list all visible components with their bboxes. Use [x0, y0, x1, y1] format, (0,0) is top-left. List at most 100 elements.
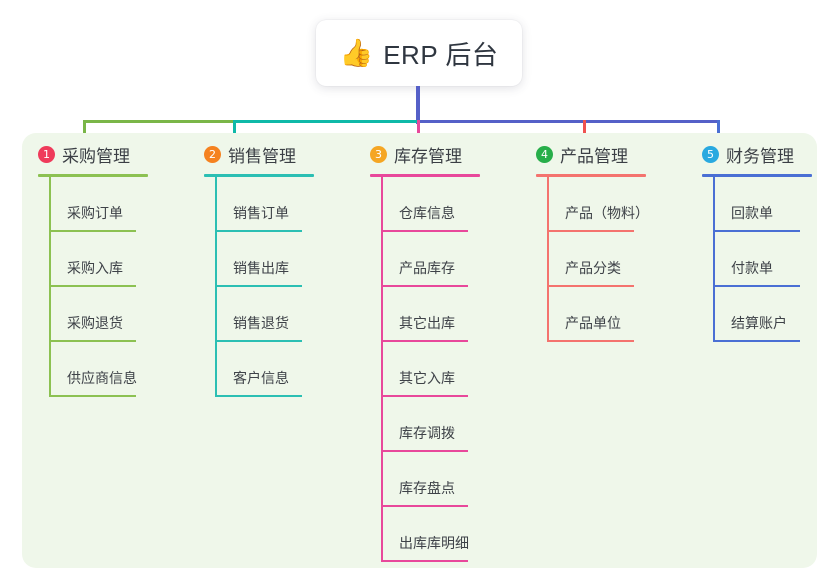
branch-title: 销售管理 — [228, 146, 296, 166]
leaf-label: 采购订单 — [67, 205, 123, 221]
branch-spine — [49, 177, 51, 397]
leaf-underline — [215, 395, 302, 397]
leaf-label: 回款单 — [731, 205, 773, 221]
branch-column-5: 5 财务管理回款单付款单结算账户 — [702, 140, 812, 342]
branch-number-badge: 2 — [204, 145, 221, 163]
branch-spine — [215, 177, 217, 397]
leaf-underline — [381, 560, 468, 562]
leaf-underline — [547, 230, 634, 232]
leaf-node[interactable]: 产品（物料） — [547, 177, 649, 232]
branch-column-2: 2 销售管理销售订单销售出库销售退货客户信息 — [204, 140, 314, 397]
leaf-node[interactable]: 付款单 — [713, 232, 812, 287]
leaf-label: 产品库存 — [399, 260, 455, 276]
branch-column-3: 3 库存管理仓库信息产品库存其它出库其它入库库存调拨库存盘点出库库明细 — [370, 140, 480, 562]
leaf-underline — [547, 285, 634, 287]
leaf-node[interactable]: 采购退货 — [49, 287, 148, 342]
branch-children: 销售订单销售出库销售退货客户信息 — [215, 177, 314, 397]
branch-number-badge: 5 — [702, 145, 719, 163]
leaf-node[interactable]: 仓库信息 — [381, 177, 480, 232]
leaf-underline — [49, 340, 136, 342]
leaf-underline — [713, 340, 800, 342]
leaf-underline — [49, 285, 136, 287]
leaf-node[interactable]: 供应商信息 — [49, 342, 148, 397]
leaf-underline — [215, 340, 302, 342]
leaf-label: 供应商信息 — [67, 370, 137, 386]
branch-underline — [370, 174, 480, 177]
leaf-node[interactable]: 销售出库 — [215, 232, 314, 287]
leaf-label: 产品分类 — [565, 260, 621, 276]
leaf-label: 出库库明细 — [399, 535, 469, 551]
leaf-node[interactable]: 产品单位 — [547, 287, 646, 342]
leaf-label: 客户信息 — [233, 370, 289, 386]
branch-number-badge: 1 — [38, 145, 55, 163]
leaf-node[interactable]: 出库库明细 — [381, 507, 480, 562]
leaf-underline — [215, 230, 302, 232]
leaf-node[interactable]: 客户信息 — [215, 342, 314, 397]
leaf-underline — [713, 230, 800, 232]
leaf-underline — [49, 395, 136, 397]
leaf-label: 产品单位 — [565, 315, 621, 331]
branch-children: 产品（物料） 产品分类产品单位 — [547, 177, 649, 342]
leaf-underline — [381, 505, 468, 507]
leaf-underline — [381, 395, 468, 397]
leaf-underline — [381, 340, 468, 342]
leaf-label: 产品（物料） — [565, 205, 649, 221]
branch-title: 财务管理 — [726, 146, 794, 166]
leaf-label: 仓库信息 — [399, 205, 455, 221]
leaf-node[interactable]: 采购入库 — [49, 232, 148, 287]
branch-underline — [536, 174, 646, 177]
thumbs-up-icon: 👍 — [339, 37, 374, 69]
branch-children: 回款单付款单结算账户 — [713, 177, 812, 342]
leaf-node[interactable]: 库存调拨 — [381, 397, 480, 452]
connector-bus-segment-1 — [84, 120, 234, 123]
branch-children: 仓库信息产品库存其它出库其它入库库存调拨库存盘点出库库明细 — [381, 177, 480, 562]
leaf-node[interactable]: 销售订单 — [215, 177, 314, 232]
leaf-label: 付款单 — [731, 260, 773, 276]
branches-panel — [22, 133, 817, 568]
root-node-card[interactable]: 👍 ERP 后台 — [316, 20, 522, 86]
leaf-label: 其它出库 — [399, 315, 455, 331]
branch-number-badge: 4 — [536, 145, 553, 163]
branch-spine — [713, 177, 715, 342]
connector-root-stem — [416, 86, 420, 124]
branch-header-3[interactable]: 3 库存管理 — [370, 140, 480, 168]
leaf-underline — [547, 340, 634, 342]
branch-header-5[interactable]: 5 财务管理 — [702, 140, 812, 168]
branch-title: 库存管理 — [394, 146, 462, 166]
leaf-node[interactable]: 结算账户 — [713, 287, 812, 342]
branch-spine — [381, 177, 383, 562]
branch-children: 采购订单采购入库采购退货供应商信息 — [49, 177, 148, 397]
leaf-underline — [713, 285, 800, 287]
leaf-label: 销售出库 — [233, 260, 289, 276]
leaf-node[interactable]: 回款单 — [713, 177, 812, 232]
leaf-node[interactable]: 销售退货 — [215, 287, 314, 342]
leaf-node[interactable]: 其它出库 — [381, 287, 480, 342]
leaf-label: 其它入库 — [399, 370, 455, 386]
leaf-underline — [381, 285, 468, 287]
leaf-node[interactable]: 采购订单 — [49, 177, 148, 232]
leaf-label: 库存盘点 — [399, 480, 455, 496]
root-node-title: ERP 后台 — [383, 39, 499, 70]
leaf-label: 采购退货 — [67, 315, 123, 331]
connector-bus-segment-3 — [418, 120, 718, 123]
branch-underline — [702, 174, 812, 177]
leaf-node[interactable]: 其它入库 — [381, 342, 480, 397]
branch-header-4[interactable]: 4 产品管理 — [536, 140, 646, 168]
leaf-label: 库存调拨 — [399, 425, 455, 441]
branch-column-4: 4 产品管理产品（物料） 产品分类产品单位 — [536, 140, 649, 342]
branch-header-2[interactable]: 2 销售管理 — [204, 140, 314, 168]
branch-number-badge: 3 — [370, 145, 387, 163]
branch-underline — [38, 174, 148, 177]
leaf-label: 结算账户 — [731, 315, 787, 331]
branch-spine — [547, 177, 549, 342]
leaf-node[interactable]: 产品分类 — [547, 232, 646, 287]
leaf-underline — [215, 285, 302, 287]
leaf-label: 销售订单 — [233, 205, 289, 221]
branch-title: 产品管理 — [560, 146, 628, 166]
branch-underline — [204, 174, 314, 177]
leaf-node[interactable]: 库存盘点 — [381, 452, 480, 507]
leaf-node[interactable]: 产品库存 — [381, 232, 480, 287]
